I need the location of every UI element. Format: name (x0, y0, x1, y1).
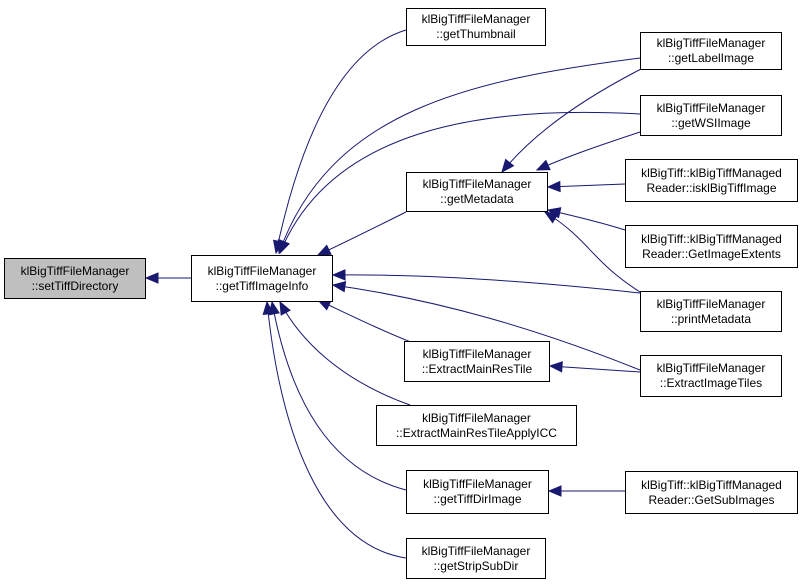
edge-getstripsubdir-gettiffimageinfo (267, 302, 407, 559)
edge-getthumbnail-gettiffimageinfo (276, 29, 407, 253)
node-label-line1: klBigTiffFileManager (207, 263, 317, 278)
node-label-line1: klBigTiffFileManager (422, 410, 531, 425)
edge-extractimagetiles-gettiffimageinfo (333, 285, 641, 371)
node-getsubimages[interactable]: klBigTiff::klBigTiffManaged Reader::GetS… (625, 471, 798, 514)
node-label-line2: ::getThumbnail (436, 27, 516, 41)
edge-getlabelimage-getmetadata (502, 67, 644, 172)
node-label-line1: klBigTiffFileManager (422, 177, 532, 191)
node-label-line2: ::getTiffDirImage (433, 492, 522, 506)
node-label-line2: ::setTiffDirectory (31, 278, 119, 293)
node-gettiffdirimage[interactable]: klBigTiffFileManager ::getTiffDirImage (406, 470, 549, 514)
node-label-line2: ::printMetadata (670, 311, 752, 326)
node-extractmainrestileapplyicc[interactable]: klBigTiffFileManager ::ExtractMainResTil… (376, 405, 577, 446)
node-label-line2: Reader::isklBigTiffImage (646, 180, 777, 195)
node-getstripsubdir[interactable]: klBigTiffFileManager ::getStripSubDir (406, 538, 546, 579)
edge-getwsiimage-getmetadata (537, 130, 644, 170)
node-label-line1: klBigTiffFileManager (20, 263, 130, 278)
edge-extractimagetiles-extractmainrestile (550, 366, 641, 372)
node-label-line1: klBigTiffFileManager (656, 36, 766, 50)
edge-getwsiimage-gettiffimageinfo (280, 111, 641, 253)
edge-printmetadata-gettiffimageinfo (333, 275, 641, 294)
node-label-line2: ::getWSIImage (671, 115, 751, 130)
node-printmetadata[interactable]: klBigTiffFileManager ::printMetadata (640, 291, 782, 332)
node-getimageextents[interactable]: klBigTiff::klBigTiffManaged Reader::GetI… (625, 225, 798, 268)
edge-gettiffdirimage-gettiffimageinfo (272, 302, 407, 491)
node-label-line2: ::ExtractMainResTileApplyICC (396, 425, 557, 440)
node-settiffdirectory[interactable]: klBigTiffFileManager ::setTiffDirectory (4, 258, 146, 299)
node-label-line1: klBigTiff::klBigTiffManaged (641, 477, 782, 492)
node-label-line1: klBigTiff::klBigTiffManaged (641, 165, 782, 180)
node-label-line2: ::ExtractMainResTile (421, 361, 533, 376)
node-getmetadata[interactable]: klBigTiffFileManager ::getMetadata (406, 172, 548, 212)
node-label-line1: klBigTiffFileManager (656, 100, 766, 115)
node-gettiffimageinfo[interactable]: klBigTiffFileManager ::getTiffImageInfo (191, 255, 333, 302)
node-extractmainrestile[interactable]: klBigTiffFileManager ::ExtractMainResTil… (404, 341, 550, 382)
node-label-line1: klBigTiffFileManager (421, 12, 531, 26)
node-extractimagetiles[interactable]: klBigTiffFileManager ::ExtractImageTiles (640, 355, 782, 397)
node-label-line2: ::ExtractImageTiles (659, 376, 763, 390)
node-label-line2: Reader::GetImageExtents (642, 246, 781, 261)
edge-getimageextents-getmetadata (548, 210, 626, 231)
node-label-line1: klBigTiffFileManager (421, 543, 531, 558)
node-getlabelimage[interactable]: klBigTiffFileManager ::getLabelImage (640, 32, 782, 70)
edge-printmetadata-getmetadata (545, 212, 641, 293)
edge-extractmainrestileapplyicc-gettiffimageinfo (280, 302, 411, 406)
node-label-line2: ::getMetadata (440, 192, 514, 206)
node-getwsiimage[interactable]: klBigTiffFileManager ::getWSIImage (640, 95, 782, 136)
node-label-line1: klBigTiff::klBigTiffManaged (641, 231, 782, 246)
node-label-line2: Reader::GetSubImages (648, 492, 775, 507)
edge-extractmainrestile-gettiffimageinfo (318, 300, 417, 345)
node-label-line2: ::getTiffImageInfo (215, 278, 309, 293)
edge-getlabelimage-gettiffimageinfo (279, 57, 641, 253)
node-label-line2: ::getStripSubDir (433, 558, 519, 573)
edge-getmetadata-gettiffimageinfo (318, 211, 407, 255)
node-label-line1: klBigTiffFileManager (656, 296, 766, 311)
node-label-line1: klBigTiffFileManager (423, 477, 532, 491)
node-label-line1: klBigTiffFileManager (656, 361, 766, 375)
edge-isklbigtiffimage-getmetadata (548, 184, 626, 187)
node-label-line2: ::getLabelImage (667, 51, 755, 65)
node-isklbigtiffimage[interactable]: klBigTiff::klBigTiffManaged Reader::iskl… (625, 159, 798, 202)
node-getthumbnail[interactable]: klBigTiffFileManager ::getThumbnail (406, 8, 546, 46)
node-label-line1: klBigTiffFileManager (422, 346, 532, 361)
